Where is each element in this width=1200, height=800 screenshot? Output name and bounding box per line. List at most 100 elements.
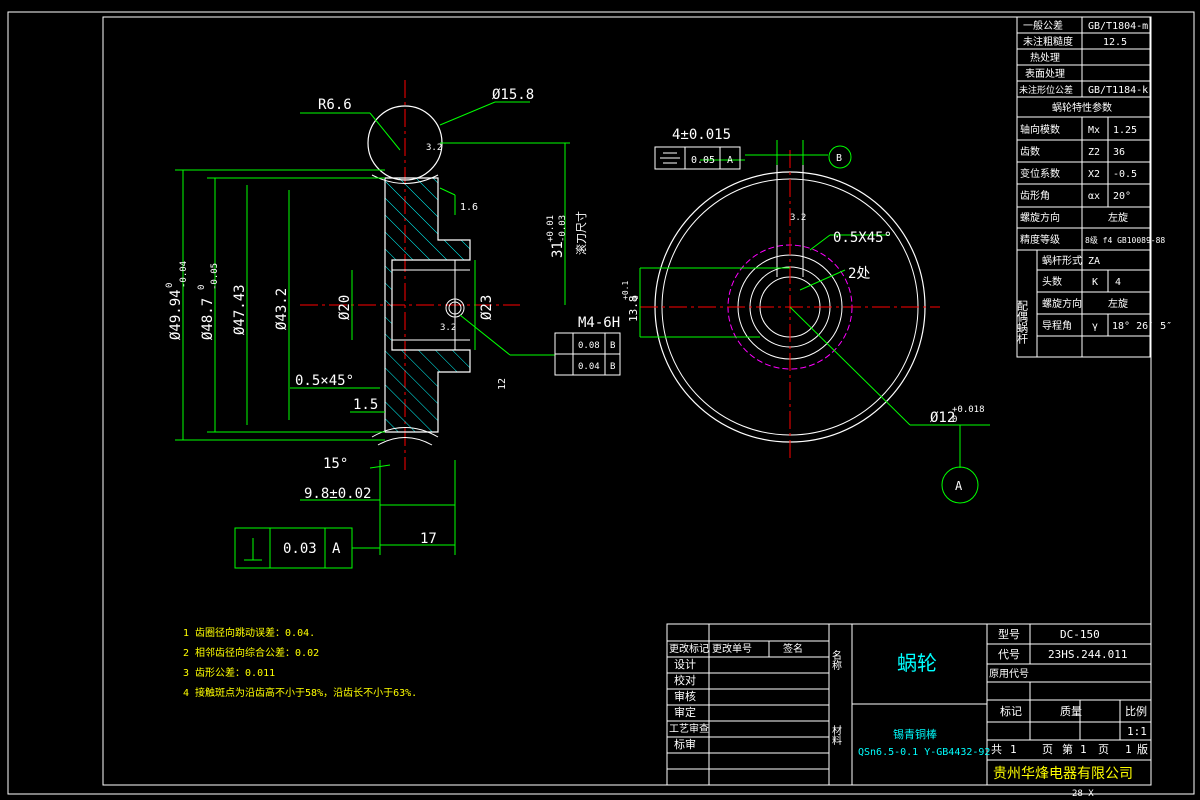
param-3-name: 齿形角 xyxy=(1020,190,1050,202)
mate-3-val: 18° 26′ 5″ xyxy=(1112,321,1172,332)
rough-16: 1.6 xyxy=(460,202,478,213)
sheet-val: 1 xyxy=(1080,743,1087,756)
rough-32c: 3.2 xyxy=(790,213,806,223)
mate-0-name: 蜗杆形式 xyxy=(1042,254,1082,267)
dim-h31-tol2: -0.03 xyxy=(558,215,568,242)
m4-frame-texts: 0.08 B 0.04 B xyxy=(578,341,615,372)
footer-mark: 28 X xyxy=(1072,789,1094,799)
dim-w17: 17 xyxy=(420,531,437,547)
name-label: 名称 xyxy=(830,649,842,671)
dim-d487-tol: 0 xyxy=(197,285,207,290)
keyway-lines xyxy=(776,160,804,277)
note-2: 2 相邻齿径向综合公差：0.02 xyxy=(183,646,319,659)
dim-h31-tol1: +0.01 xyxy=(546,215,556,242)
perp-value: 0.03 xyxy=(283,541,317,557)
datum-a: A xyxy=(955,479,963,493)
mate-3-sym: γ xyxy=(1092,321,1098,332)
role-standard: 标审 xyxy=(674,737,696,751)
code-val: 23HS.244.011 xyxy=(1048,648,1127,661)
company-name: 贵州华烽电器有限公司 xyxy=(993,766,1133,782)
param-4-name: 螺旋方向 xyxy=(1020,211,1060,224)
rev-header-3: 签名 xyxy=(783,642,803,655)
param-2-sym: X2 xyxy=(1088,169,1100,180)
dim-key138: 13.8 xyxy=(627,296,640,323)
total-label: 共 xyxy=(991,743,1002,756)
tooth-arc-bottom-2 xyxy=(377,437,433,446)
scale-label: 比例 xyxy=(1125,704,1147,718)
dim-d487: Ø48.7 xyxy=(200,298,216,340)
dim-w98: 9.8±0.02 xyxy=(304,486,371,502)
pt-r4-val: GB/T1184-k xyxy=(1088,85,1148,96)
dim-d487-tol2: -0.05 xyxy=(210,263,220,290)
title-block-texts: 更改标记 更改单号 签名 设计 校对 审核 审定 工艺审查 标审 名称 材料 蜗… xyxy=(669,627,1148,799)
pt-r0-val: GB/T1804-m xyxy=(1088,21,1148,32)
mate-1-val: 4 xyxy=(1115,277,1121,288)
part-name: 蜗轮 xyxy=(897,651,937,675)
sym-frame-box xyxy=(654,146,741,170)
datum-b: B xyxy=(836,153,842,164)
dim-d158: Ø15.8 xyxy=(492,87,534,103)
material: 锡青铜棒 xyxy=(893,727,937,741)
symmetry-frame xyxy=(654,146,741,170)
rough-32b: 3.2 xyxy=(440,323,456,333)
param-4-val: 左旋 xyxy=(1108,211,1128,224)
mate-2-name: 螺旋方向 xyxy=(1042,297,1082,310)
dim-d20: Ø20 xyxy=(337,295,353,320)
rough-32a: 3.2 xyxy=(426,143,442,153)
role-design: 设计 xyxy=(674,658,696,671)
front-view xyxy=(640,150,940,460)
dim-d12b: 12 xyxy=(497,378,508,390)
outer-frame xyxy=(7,11,1195,795)
param-title: 蜗轮特性参数 xyxy=(1052,101,1112,114)
edition-val: 1 xyxy=(1125,743,1132,756)
rev-header-1: 更改标记 xyxy=(669,642,709,655)
dim-ang15: 15° xyxy=(323,456,348,472)
dim-d23: Ø23 xyxy=(479,295,495,320)
perpendicular-icon xyxy=(244,538,262,561)
param-1-name: 齿数 xyxy=(1020,145,1040,158)
dim-d4994-tol: 0 xyxy=(165,283,175,288)
scale-val: 1:1 xyxy=(1127,725,1147,738)
param-0-sym: Mx xyxy=(1088,125,1100,136)
section-view xyxy=(300,80,520,470)
param-table-texts: 一般公差 GB/T1804-m 未注粗糙度 12.5 热处理 表面处理 未注形位… xyxy=(1016,19,1173,345)
param-2-name: 变位系数 xyxy=(1020,167,1060,180)
pt-r1-label: 未注粗糙度 xyxy=(1023,35,1073,48)
note-4: 4 接触斑点为沿齿高不小于58%，沿齿长不小于63%. xyxy=(183,686,417,699)
m4-tolerance-frame xyxy=(554,332,621,376)
note-1: 1 齿圈径向跳动误差：0.04. xyxy=(183,626,315,639)
front-dimension-texts: 4±0.015 0.05 A B 0.5X45° 2处 Ø12 +0.018 0… xyxy=(426,127,985,493)
dim-d4743: Ø47.43 xyxy=(232,284,248,335)
pt-r4-label: 未注形位公差 xyxy=(1019,84,1073,96)
symmetry-icon xyxy=(660,152,680,164)
dim-m4: M4-6H xyxy=(578,315,620,331)
dim-d4994: Ø49.94 xyxy=(168,289,184,340)
param-3-sym: αx xyxy=(1088,191,1100,202)
dim-key4: 4±0.015 xyxy=(672,127,731,143)
dim-w15: 1.5 xyxy=(353,397,378,413)
m4-tol2: 0.04 xyxy=(578,362,600,372)
mate-1-name: 头数 xyxy=(1042,275,1062,288)
perpendicularity-frame xyxy=(234,527,353,569)
param-0-name: 轴向模数 xyxy=(1020,123,1060,136)
dim-r66: R6.6 xyxy=(318,97,352,113)
sym-datum: A xyxy=(727,155,733,166)
orig-label: 原用代号 xyxy=(989,668,1029,680)
tooth-arc-bottom xyxy=(371,427,439,438)
weight-label: 质量 xyxy=(1060,705,1082,718)
technical-notes: 1 齿圈径向跳动误差：0.04. 2 相邻齿径向综合公差：0.02 3 齿形公差… xyxy=(183,626,417,699)
dim-h31: 31 xyxy=(550,241,566,258)
screw-hole-inner xyxy=(448,301,462,315)
dim-bore12-tol2: 0 xyxy=(952,415,957,425)
dim-bore12-tol: +0.018 xyxy=(952,405,985,415)
page-label-2: 页 xyxy=(1098,743,1109,756)
m4-ref1: B xyxy=(610,341,615,351)
role-check: 校对 xyxy=(674,673,696,687)
mate-3-name: 导程角 xyxy=(1042,320,1072,332)
vertical-dimension-texts: Ø49.94 0 -0.04 Ø48.7 0 -0.05 Ø47.43 Ø43.… xyxy=(165,211,588,390)
type-val: DC-150 xyxy=(1060,628,1100,641)
material-spec: QSn6.5-0.1 Y-GB4432-92 xyxy=(858,747,990,758)
role-process: 工艺审查 xyxy=(669,722,709,735)
